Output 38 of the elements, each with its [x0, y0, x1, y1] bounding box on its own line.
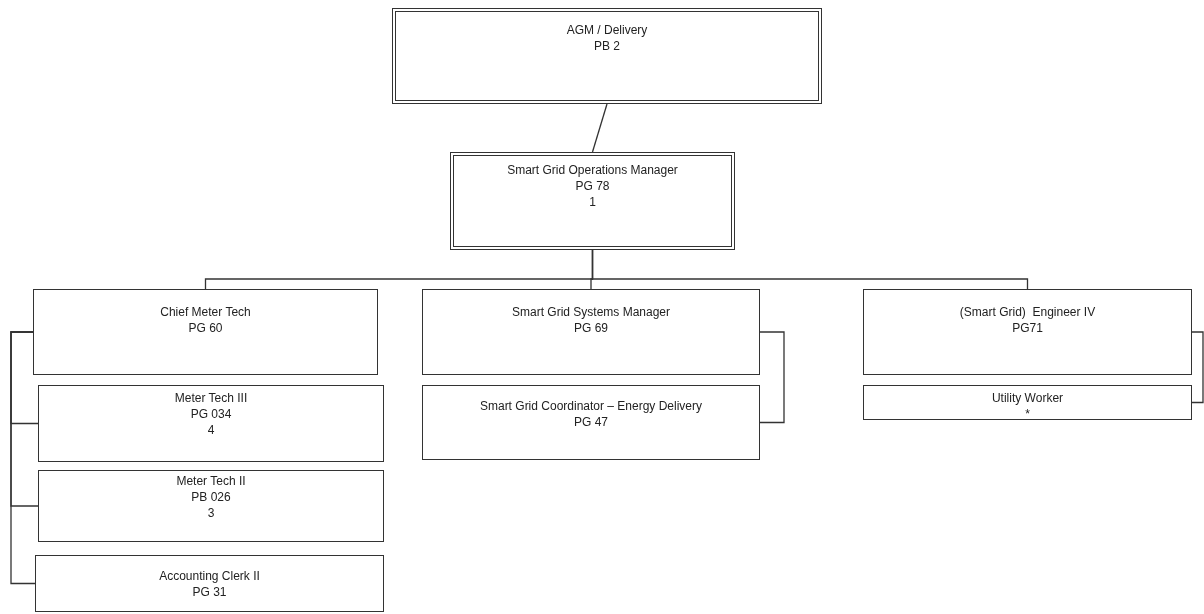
position-box	[422, 385, 760, 460]
position-title: AGM / Delivery	[566, 22, 648, 38]
pay-grade: PG71	[1012, 320, 1043, 336]
connector-line	[591, 249, 1029, 290]
position-title: Meter Tech III	[174, 390, 248, 406]
connector-line	[10, 331, 36, 585]
position-title: Smart Grid Operations Manager	[507, 162, 678, 178]
position-title: Chief Meter Tech	[160, 304, 251, 320]
position-title: Smart Grid Coordinator – Energy Delivery	[479, 398, 703, 414]
position-box	[392, 8, 822, 104]
position-box	[38, 385, 384, 462]
position-box	[450, 152, 735, 250]
pay-grade: PB 026	[191, 489, 231, 505]
pay-grade: PG 60	[188, 320, 223, 336]
position-box	[422, 289, 760, 375]
pay-grade: PG 78	[575, 178, 610, 194]
position-box	[38, 470, 384, 542]
connector-line	[591, 103, 608, 153]
position-title: Smart Grid Systems Manager	[511, 304, 670, 320]
pay-grade: PG 47	[574, 414, 608, 430]
position-box	[35, 555, 384, 612]
connector-line	[759, 331, 785, 424]
pay-grade: *	[1025, 406, 1030, 422]
connector-line	[1191, 331, 1204, 404]
position-box	[863, 289, 1192, 375]
position-title: Meter Tech II	[176, 473, 246, 489]
headcount: 4	[207, 422, 215, 438]
pay-grade: PG 31	[192, 584, 227, 600]
position-title: (Smart Grid) Engineer IV	[959, 304, 1096, 320]
position-title: Accounting Clerk II	[159, 568, 260, 584]
position-box	[863, 385, 1192, 420]
pay-grade: PG 69	[574, 320, 608, 336]
position-box	[33, 289, 378, 375]
pay-grade: PG 034	[190, 406, 232, 422]
pay-grade: PB 2	[594, 38, 620, 54]
position-title: Utility Worker	[991, 390, 1064, 406]
headcount: 3	[207, 505, 215, 521]
headcount: 1	[589, 194, 596, 210]
